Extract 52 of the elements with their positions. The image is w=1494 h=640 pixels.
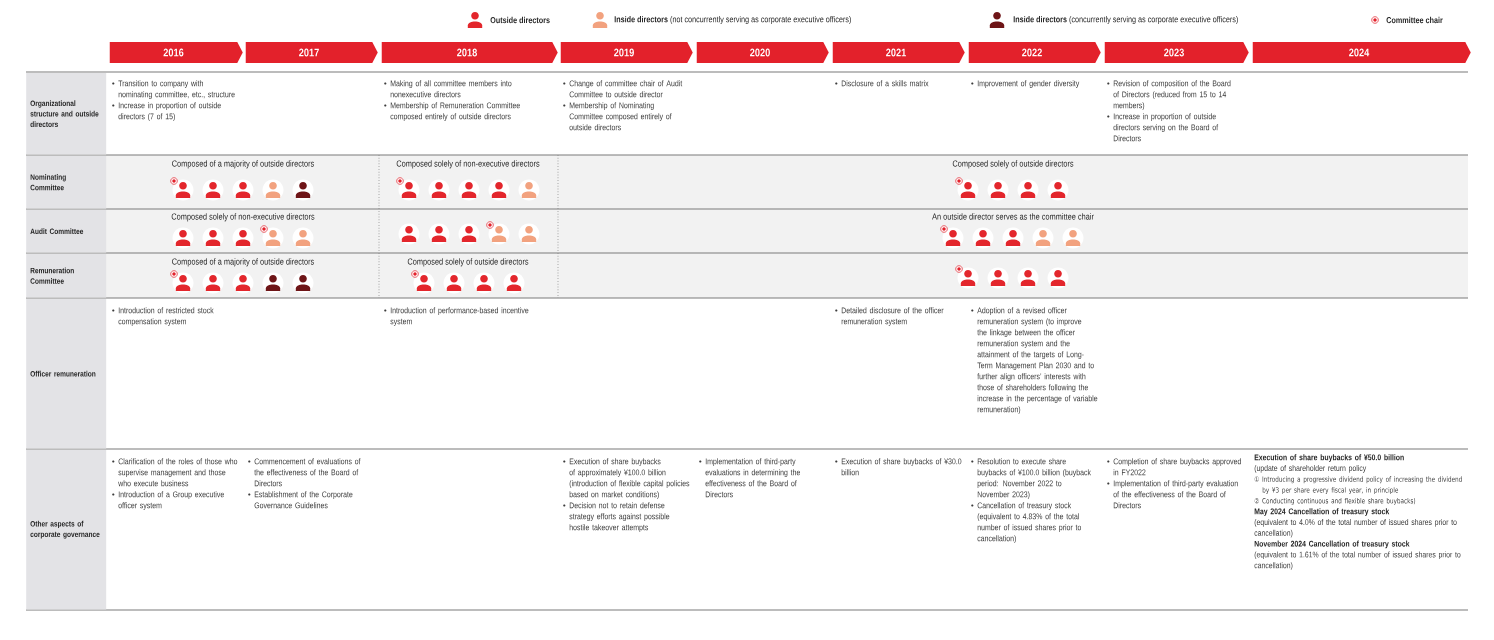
composition-note: Composed of a majority of outside directors	[172, 160, 314, 169]
bullet-item: Cancellation of treasury stock (equivalent to 4.83% of the total number of issued shares prior to cancellation)	[977, 502, 1082, 543]
composition-note: Composed solely of non-executive directors	[171, 213, 315, 222]
bullet-item: Resolution to execute share buybacks of ¥100.0 billion (buyback period: November 2022 to November 2023)	[977, 458, 1091, 499]
year-banner: 2019	[560, 42, 693, 63]
legend-text: Outside directors	[490, 16, 550, 24]
bullet-item: Completion of share buybacks approved in FY2022	[1113, 458, 1241, 476]
year-banner: 2022	[968, 42, 1101, 63]
bullet-item: Revision of composition of the Board of Directors (reduced from 15 to 14 members)	[1113, 80, 1231, 110]
bullet-item: Establishment of the Corporate Governance Guidelines	[254, 491, 353, 509]
bullet-item: Introduction of restricted stock compensation system	[118, 307, 214, 326]
bullet-item: Improvement of gender diversity	[977, 80, 1080, 88]
bullet-item: Adoption of a revised officer remuneration system (to improve the linkage between the officer remuneration system and the attainment of the targets of Long-Term Management Plan 2030 and to further align officers’ interests with those of shareholders following the increase in the percentage of variable remuneration)	[977, 307, 1098, 414]
bullet-item: Making of all committee members into nonexecutive directors	[390, 80, 512, 98]
bullet-item: Increase in proportion of outside directors (7 of 15)	[118, 102, 221, 121]
composition-note: Composed solely of non-executive directors	[396, 160, 540, 169]
note-heading: May 2024 Cancellation of treasury stock	[1254, 508, 1390, 516]
year-banner: 2018	[381, 42, 558, 63]
note-text: (update of shareholder return policy	[1254, 465, 1367, 473]
bullet-item: Increase in proportion of outside directors serving on the Board of Directors	[1113, 113, 1219, 142]
bullet-item: Commencement of evaluations of the effectiveness of the Board of Directors	[254, 458, 361, 487]
bullet-item: Execution of share buybacks of approximately ¥100.0 billion (introduction of flexible capital policies based on market conditions)	[569, 458, 690, 499]
legend-text: Committee chair	[1386, 16, 1443, 24]
bullet-item: Membership of Remuneration Committee composed entirely of outside directors	[390, 102, 520, 121]
composition-note: Composed of a majority of outside directors	[172, 258, 314, 267]
bullet-item: Membership of Nominating Committee composed entirely of outside directors	[569, 102, 672, 131]
composition-note: Composed solely of outside directors	[952, 160, 1074, 169]
year-banner: 2016	[109, 42, 243, 63]
bullet-item: Decision not to retain defense strategy efforts against possible hostile takeover attempts	[569, 502, 670, 532]
bullet-item: Clarification of the roles of those who supervise management and those who execute business	[118, 458, 238, 487]
legend-text: Inside directors (not concurrently serving as corporate executive officers)	[614, 16, 851, 24]
note-text: (equivalent to 1.61% of the total number of issued shares prior to cancellation)	[1254, 551, 1461, 570]
year-banner: 2024	[1252, 42, 1471, 63]
year-banner: 2017	[245, 42, 378, 63]
bullet-item: Implementation of third-party evaluations in determining the effectiveness of the Board of Directors	[705, 458, 800, 498]
bullet-item: Execution of share buybacks of ¥30.0 billion	[841, 458, 962, 476]
legend-text: Inside directors (concurrently serving as corporate executive officers)	[1013, 16, 1238, 24]
note-heading: November 2024 Cancellation of treasury stock	[1254, 540, 1410, 549]
bullet-item: Detailed disclosure of the officer remuneration system	[841, 307, 944, 326]
year-banner: 2023	[1104, 42, 1249, 63]
composition-note: An outside director serves as the committee chair	[932, 213, 1094, 220]
bullet-item: Disclosure of a skills matrix	[841, 80, 929, 87]
bullet-item: Introduction of a Group executive officer system	[118, 491, 224, 510]
bullet-item: Transition to company with nominating committee, etc., structure	[118, 80, 235, 99]
bullet-item: Introduction of performance-based incentive system	[390, 307, 529, 326]
year-banner: 2021	[832, 42, 965, 63]
year-banner: 2020	[696, 42, 829, 63]
composition-note: Composed solely of outside directors	[407, 258, 529, 267]
note-text: (equivalent to 4.0% of the total number of issued shares prior to cancellation)	[1254, 519, 1457, 538]
bullet-item: Change of committee chair of Audit Committee to outside director	[569, 80, 683, 98]
bullet-item: Implementation of third-party evaluation of the effectiveness of the Board of Directors	[1113, 480, 1238, 509]
note-heading: Execution of share buybacks of ¥50.0 billion	[1254, 454, 1404, 462]
